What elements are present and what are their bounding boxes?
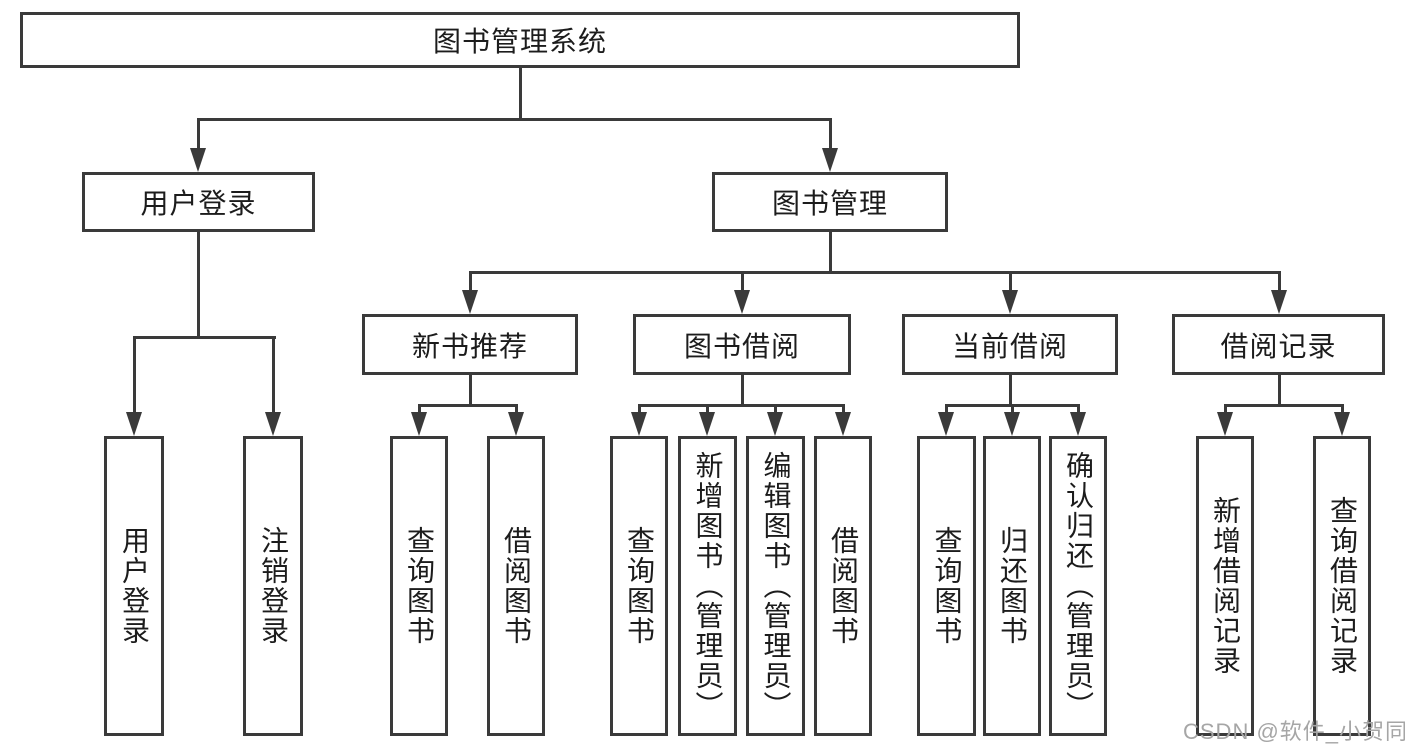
connector-drop-borrow-borrowing (841, 404, 845, 414)
arrow-to-query-books-recommend (411, 412, 427, 436)
node-book-borrowing: 图书借阅 (633, 314, 851, 375)
connector-drop-query-recommend (417, 404, 421, 414)
connector-drop-leaf-logout (271, 336, 275, 416)
connector-book-borrowing-hline (637, 404, 845, 407)
node-book-management: 图书管理 (712, 172, 948, 232)
arrow-to-new-book-recommendation (462, 290, 478, 314)
leaf-query-books-borrowing: 查询图书 (610, 436, 668, 736)
arrow-to-confirm-return-admin (1070, 412, 1086, 436)
connector-current-borrowing-stem (1008, 375, 1012, 407)
arrow-to-user-login (190, 148, 206, 172)
connector-drop-confirm-return (1076, 404, 1080, 414)
arrow-to-return-books (1004, 412, 1020, 436)
leaf-logout: 注销登录 (243, 436, 303, 736)
connector-borrowing-records-stem (1277, 375, 1281, 407)
connector-new-book-stem (468, 375, 472, 407)
csdn-watermark: CSDN @软件_小贺同学 (1183, 719, 1405, 744)
arrow-to-borrow-books-recommend (508, 412, 524, 436)
connector-root-stem (518, 68, 522, 121)
arrow-to-leaf-user-login (126, 412, 142, 436)
connector-drop-book-management (828, 118, 832, 151)
connector-level2-hline (196, 118, 832, 121)
connector-drop-borrowing-records (1277, 271, 1281, 293)
leaf-borrow-books-recommend: 借阅图书 (487, 436, 545, 736)
connector-book-management-stem (828, 232, 832, 274)
arrow-to-add-book-admin (699, 412, 715, 436)
arrow-to-add-borrow-record (1217, 412, 1233, 436)
leaf-confirm-return-admin: 确认归还（管理员） (1049, 436, 1107, 736)
connector-book-borrowing-stem (740, 375, 744, 407)
connector-drop-edit-book (773, 404, 777, 414)
arrow-to-query-books-borrowing (631, 412, 647, 436)
arrow-to-book-borrowing (734, 290, 750, 314)
connector-drop-query-borrowing (637, 404, 641, 414)
leaf-borrow-books-borrowing: 借阅图书 (814, 436, 872, 736)
arrow-to-borrowing-records (1271, 290, 1287, 314)
connector-drop-query-record (1340, 404, 1344, 414)
arrow-to-borrow-books-borrowing (835, 412, 851, 436)
node-borrowing-records: 借阅记录 (1172, 314, 1385, 375)
arrow-to-query-borrow-record (1334, 412, 1350, 436)
arrow-to-leaf-logout (265, 412, 281, 436)
leaf-add-borrow-record: 新增借阅记录 (1196, 436, 1254, 736)
leaf-return-books: 归还图书 (983, 436, 1041, 736)
arrow-to-query-books-current (938, 412, 954, 436)
leaf-user-login: 用户登录 (104, 436, 164, 736)
connector-drop-return-books (1010, 404, 1014, 414)
connector-drop-leaf-user-login (132, 336, 136, 416)
connector-drop-borrow-recommend (514, 404, 518, 414)
leaf-query-books-current: 查询图书 (917, 436, 976, 736)
node-user-login: 用户登录 (82, 172, 315, 232)
connector-drop-current-borrowing (1008, 271, 1012, 293)
node-library-system-root: 图书管理系统 (20, 12, 1020, 68)
leaf-edit-book-admin: 编辑图书（管理员） (746, 436, 805, 736)
connector-drop-add-book (705, 404, 709, 414)
connector-drop-user-login (196, 118, 200, 151)
node-current-borrowing: 当前借阅 (902, 314, 1118, 375)
arrow-to-edit-book-admin (767, 412, 783, 436)
arrow-to-current-borrowing (1002, 290, 1018, 314)
connector-borrowing-records-hline (1223, 404, 1344, 407)
connector-drop-add-record (1223, 404, 1227, 414)
connector-drop-book-borrowing (740, 271, 744, 293)
connector-new-book-hline (417, 404, 518, 407)
connector-level3-hline (468, 271, 1281, 274)
connector-user-group-hline (132, 336, 276, 339)
leaf-add-book-admin: 新增图书（管理员） (678, 436, 737, 736)
connector-drop-query-current (944, 404, 948, 414)
node-new-book-recommendation: 新书推荐 (362, 314, 578, 375)
connector-drop-new-book (468, 271, 472, 293)
leaf-query-borrow-record: 查询借阅记录 (1313, 436, 1371, 736)
arrow-to-book-management (822, 148, 838, 172)
connector-user-login-stem (196, 232, 200, 339)
leaf-query-books-recommend: 查询图书 (390, 436, 448, 736)
